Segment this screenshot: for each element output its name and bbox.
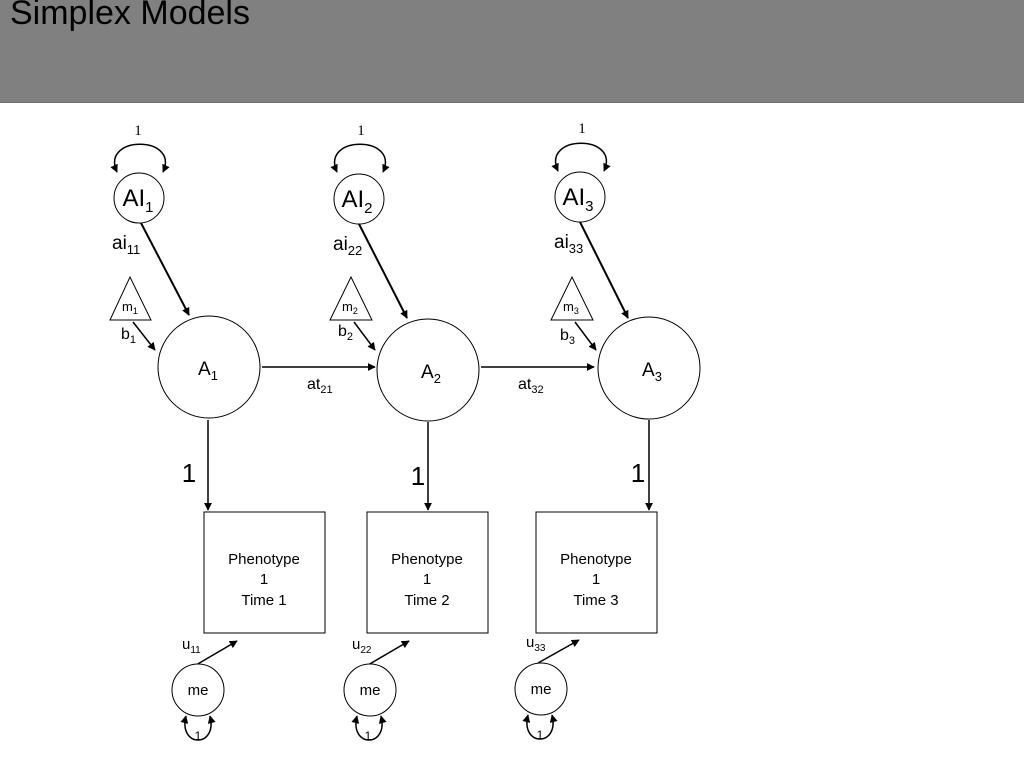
title-bar: Simplex Models [0,0,1024,103]
ai1-variance-arrow [110,143,170,173]
ai22-label: ai22 [333,234,362,258]
a2-latent-node [376,318,480,422]
m2-mean-node [329,275,373,321]
u22-label: u22 [352,636,372,656]
transitions: at21 at32 [262,363,595,396]
ai2-label: AI2 [341,186,372,217]
occasion-2: 1 AI2 ai22 m2 b2 A2 1 Phenotype 1 Time 2… [329,123,489,743]
me1-variance-label: 1 [195,729,202,743]
phenotype-time3-box [535,511,658,634]
ai2-variance-arrow [330,143,390,173]
phenotype-time1-box [203,511,326,634]
u11-path [195,640,238,666]
a1-loading-label: 1 [182,458,196,488]
me3-label: me [531,681,552,698]
phenotype-time1-line2: 1 [260,571,268,588]
u11-label: u11 [182,636,201,656]
occasion-3: 1 AI3 ai33 m3 b3 A3 1 Phenotype 1 Time 3… [514,121,701,742]
a2-label: A2 [421,362,441,386]
a3-label: A3 [642,360,662,384]
a1-label: A1 [198,359,218,383]
slide-title: Simplex Models [10,0,250,32]
ai22-path [358,223,408,319]
me2-label: me [360,682,381,699]
phenotype-time3-line3: Time 3 [573,592,618,609]
ai3-variance-arrow [551,142,611,172]
ai33-path [579,221,629,319]
a3-loading-label: 1 [631,458,645,488]
b2-path [353,321,376,351]
phenotype-time2-box [366,511,489,634]
ai2-variance-label: 1 [357,123,365,139]
a2-loading-label: 1 [411,461,425,491]
ai1-variance-label: 1 [134,123,142,139]
ai1-node [113,172,165,224]
me2-variance-arrow [351,715,387,741]
me3-variance-arrow [522,714,558,740]
ai11-path [140,222,190,316]
b2-label: b2 [338,323,353,343]
m1-mean-node [109,275,152,321]
a3-latent-node [597,316,701,420]
me1-label: me [188,682,209,699]
ai3-variance-label: 1 [578,121,586,137]
m3-mean-node [550,275,594,321]
ai1-label: AI1 [122,185,153,216]
b1-path [132,321,156,351]
at21-label: at21 [307,376,333,396]
me3-variance-label: 1 [537,728,544,742]
b3-path [574,321,597,351]
phenotype-time2-line3: Time 2 [404,592,449,609]
m2-label: m2 [342,299,358,316]
phenotype-time2-line1: Phenotype [391,551,463,568]
ai3-label: AI3 [562,184,593,215]
phenotype-time1-line1: Phenotype [228,551,300,568]
phenotype-time2-line2: 1 [423,571,431,588]
phenotype-time3-line1: Phenotype [560,551,632,568]
a1-latent-node [157,315,261,419]
ai33-label: ai33 [554,232,583,256]
u22-path [367,640,410,666]
b3-label: b3 [560,327,575,347]
at32-label: at32 [518,376,544,396]
phenotype-time3-line2: 1 [592,571,600,588]
phenotype-time1-line3: Time 1 [241,592,286,609]
u33-path [537,639,580,664]
ai11-label: ai11 [112,233,140,257]
me1-variance-arrow [180,715,216,741]
m3-label: m3 [563,299,579,316]
b1-label: b1 [121,326,136,346]
occasion-1: 1 AI1 ai11 m1 b1 A1 1 Phenotype 1 Time 1… [109,123,326,743]
m1-label: m1 [122,299,138,316]
u33-label: u33 [526,634,546,654]
me2-variance-label: 1 [365,729,372,743]
